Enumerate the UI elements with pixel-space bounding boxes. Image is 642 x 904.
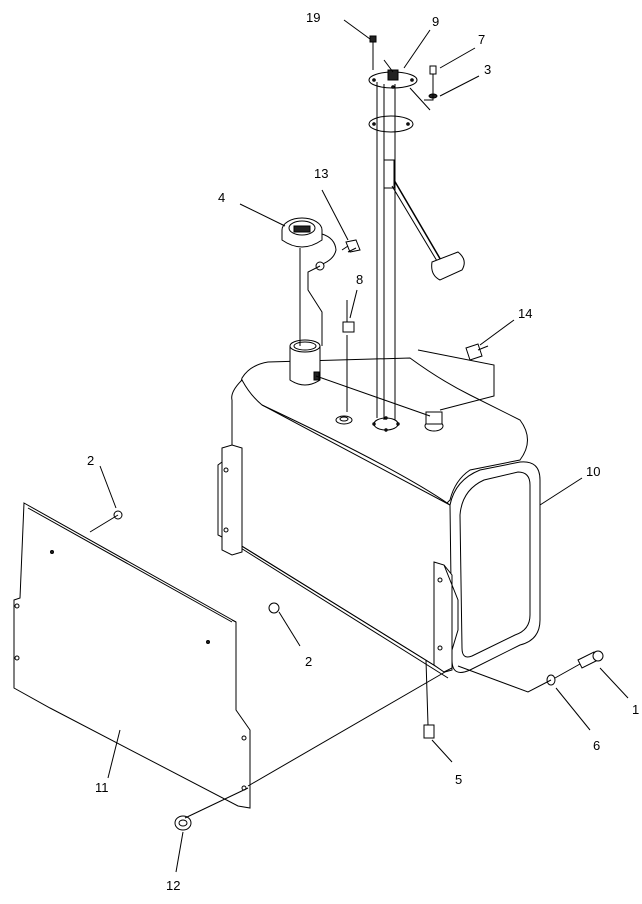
callout-10: 10	[586, 464, 600, 479]
callout-8: 8	[356, 272, 363, 287]
callout-13: 13	[314, 166, 328, 181]
shield-panel	[13, 502, 251, 809]
tank-top-fittings	[335, 411, 444, 432]
callout-6: 6	[593, 738, 600, 753]
fuel-cap	[281, 217, 337, 271]
callout-2-lower: 2	[305, 654, 312, 669]
callout-19: 19	[306, 10, 320, 25]
callout-2-upper: 2	[87, 453, 94, 468]
filler-neck	[289, 339, 321, 386]
callout-labels: 1 2 2 3 4 5 6 7 8 9 10 11 12 13 14 19	[87, 10, 639, 893]
callout-9: 9	[432, 14, 439, 29]
callout-arrows	[99, 19, 629, 873]
callout-7: 7	[478, 32, 485, 47]
callout-12: 12	[166, 878, 180, 893]
callout-1: 1	[632, 702, 639, 717]
callout-11: 11	[95, 780, 109, 795]
callout-3: 3	[484, 62, 491, 77]
assembly-lines	[89, 59, 581, 819]
callout-4: 4	[218, 190, 225, 205]
callout-14: 14	[518, 306, 532, 321]
fuel-tank	[217, 357, 541, 679]
callout-5: 5	[455, 772, 462, 787]
